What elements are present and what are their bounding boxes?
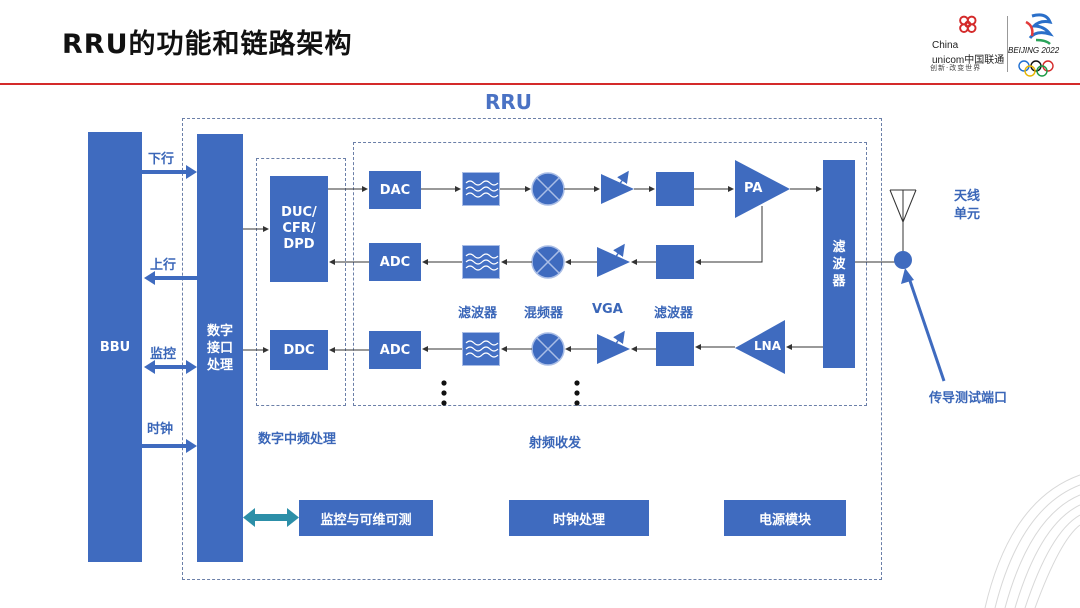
mixer-component-label: 混频器 xyxy=(524,306,564,321)
digital-if-section-label: 数字中频处理 xyxy=(258,432,337,447)
antenna-icon xyxy=(889,189,917,262)
duc-cfr-dpd-block: DUC/ CFR/ DPD xyxy=(270,176,328,282)
vga-component-label: VGA xyxy=(592,302,623,317)
dac-block: DAC xyxy=(369,171,421,209)
adc-block-rx1: ADC xyxy=(369,243,421,281)
mixer-icons xyxy=(531,172,565,366)
adc-block-rx2: ADC xyxy=(369,331,421,369)
clock-block: 时钟处理 xyxy=(509,500,649,536)
digital-interface-block: 数字 接口 处理 xyxy=(197,134,243,562)
rru-label: RRU xyxy=(485,90,533,114)
filter-icon-rx1 xyxy=(462,245,500,279)
antenna-unit-label: 天线 单元 xyxy=(954,189,981,222)
test-port-icon xyxy=(894,251,912,269)
downlink-label: 下行 xyxy=(148,152,175,167)
filter2-component-label: 滤波器 xyxy=(654,306,694,321)
filter-component-label: 滤波器 xyxy=(458,306,498,321)
monitor-block: 监控与可维可测 xyxy=(299,500,433,536)
unicom-text-name: unicom中国联通 xyxy=(932,55,1005,66)
logo-separator xyxy=(1007,16,1008,72)
beijing-2022-text: BEIJING 2022 xyxy=(1008,46,1060,55)
header-divider xyxy=(0,83,1080,85)
filter-icon-rx2 xyxy=(462,332,500,366)
rru-boundary xyxy=(182,118,882,580)
pa-label: PA xyxy=(744,181,763,196)
unicom-slogan: 创新·改变世界 xyxy=(930,64,982,72)
page-title: RRU的功能和链路架构 xyxy=(62,29,353,60)
ddc-block: DDC xyxy=(270,330,328,370)
unicom-text-china: China xyxy=(932,40,959,51)
digital-if-region xyxy=(256,158,346,406)
rf-section-label: 射频收发 xyxy=(529,436,582,451)
clock-link-label: 时钟 xyxy=(147,422,174,437)
lna-label: LNA xyxy=(754,339,781,353)
filter-square-rx1 xyxy=(656,245,694,279)
beijing-2022-emblem xyxy=(1018,13,1054,77)
power-block: 电源模块 xyxy=(724,500,846,536)
monitor-link-label: 监控 xyxy=(150,347,177,362)
filter-square-tx xyxy=(656,172,694,206)
china-unicom-logo xyxy=(959,15,977,33)
duplex-filter-block: 滤 波 器 xyxy=(823,160,855,368)
test-port-label: 传导测试端口 xyxy=(929,391,1008,406)
uplink-label: 上行 xyxy=(150,258,177,273)
bbu-block: BBU xyxy=(88,132,142,562)
filter-icon-tx xyxy=(462,172,500,206)
rf-transceiver-region xyxy=(353,142,867,406)
filter-square-rx2 xyxy=(656,332,694,366)
